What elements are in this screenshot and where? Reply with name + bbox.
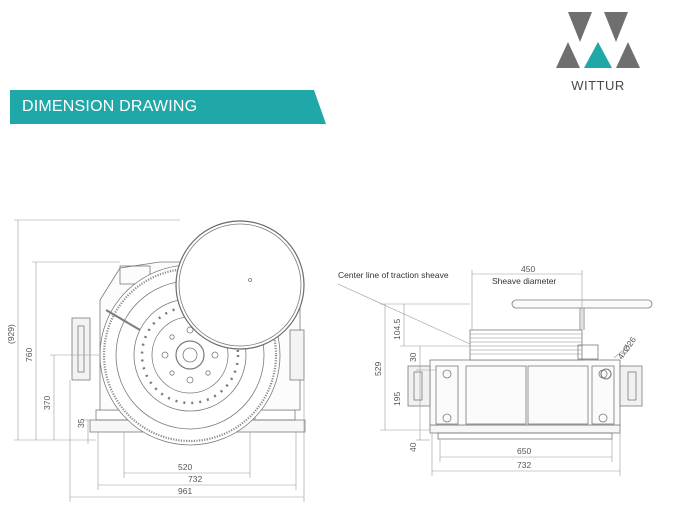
right-sheave-profile [469,329,583,361]
dim-left-732: 732 [188,474,202,484]
dim-left-961: 961 [178,486,192,496]
label-sheave-diameter: Sheave diameter [492,276,556,286]
right-vent-grid-right [527,365,589,425]
dim-right-450: 450 [521,264,535,274]
brand-name: WITTUR [571,78,625,93]
dim-left-760: 760 [24,348,34,362]
dim-right-529: 529 [373,362,383,376]
right-body [429,359,621,426]
dim-right-650: 650 [517,446,531,456]
section-title: DIMENSION DRAWING [22,98,198,115]
label-centerline: Center line of traction sheave [338,270,449,280]
dim-right-195: 195 [392,392,402,406]
dim-right-30: 30 [408,352,418,362]
dim-left-929: (929) [6,324,16,344]
dim-left-370: 370 [42,396,52,410]
dim-right-40: 40 [408,442,418,452]
dim-left-520: 520 [178,462,192,472]
section-banner: DIMENSION DRAWING [10,90,326,124]
dim-right-732: 732 [517,460,531,470]
right-vent-grid-left [465,365,527,425]
dim-left-35: 35 [76,418,86,428]
dim-right-hole: 4xØ26 [615,335,638,361]
wittur-logo: WITTUR [548,8,648,96]
wittur-logo-icon [556,12,640,68]
left-traction-sheave [175,220,305,350]
dim-right-104-5: 104.5 [392,318,402,340]
